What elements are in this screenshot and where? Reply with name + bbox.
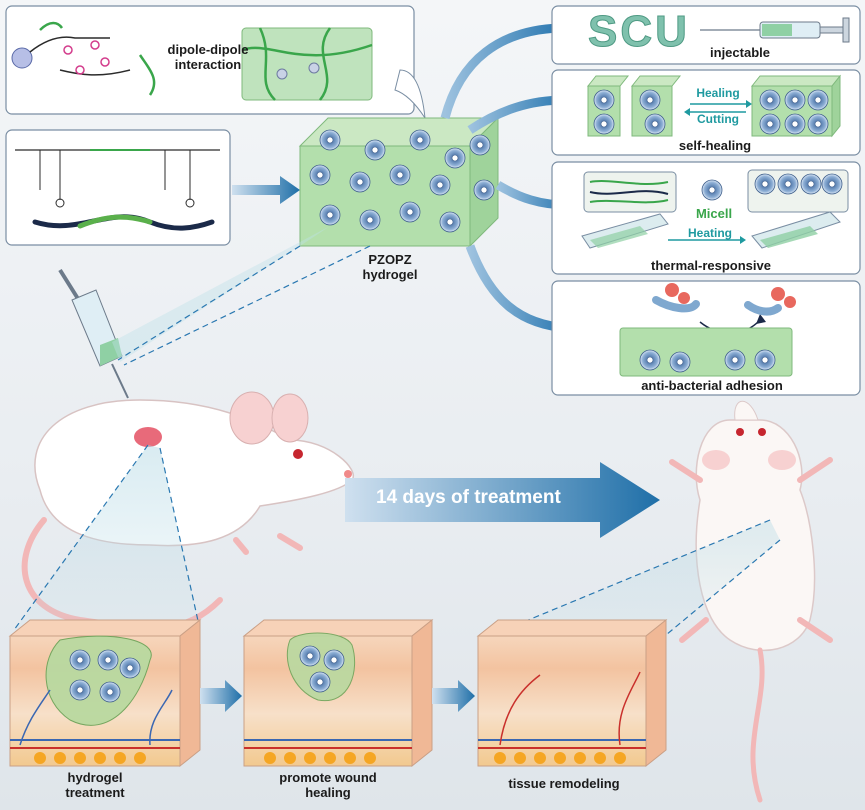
micell-label: Micell bbox=[695, 206, 733, 221]
stage-tissue-remodeling: tissue remodeling bbox=[508, 776, 620, 791]
thermal-responsive-label: thermal-responsive bbox=[651, 258, 771, 273]
dipole-interaction-label: dipole-dipole interaction bbox=[167, 42, 249, 72]
scu-text: SCU bbox=[588, 7, 690, 56]
skin-block-1 bbox=[8, 618, 202, 768]
hydrogel-name: PZOPZ hydrogel bbox=[350, 252, 430, 282]
injectable-label: injectable bbox=[710, 45, 770, 60]
syringe bbox=[58, 268, 129, 399]
self-healing-label: self-healing bbox=[678, 138, 752, 153]
polymer-structure-panel bbox=[5, 129, 231, 246]
antibacterial-panel bbox=[551, 280, 861, 396]
injectable-panel bbox=[551, 5, 861, 65]
antibacterial-label: anti-bacterial adhesion bbox=[641, 378, 783, 393]
skin-block-2 bbox=[242, 618, 434, 768]
heating-label: Heating bbox=[687, 226, 732, 240]
stage-hydrogel-treatment: hydrogel treatment bbox=[40, 770, 150, 800]
treatment-arrow bbox=[345, 462, 660, 538]
stage2-line1: promote wound bbox=[279, 770, 377, 785]
thermal-panel bbox=[551, 161, 861, 275]
hydrogel-cube bbox=[298, 116, 500, 248]
hydrogel-name-line1: PZOPZ bbox=[368, 252, 412, 267]
cutting-label: Cutting bbox=[697, 112, 739, 126]
stage1-line2: treatment bbox=[65, 785, 125, 800]
stage-promote-healing: promote wound healing bbox=[264, 770, 392, 800]
healing-label: Healing bbox=[696, 86, 740, 100]
self-healing-panel bbox=[551, 69, 861, 156]
dipole-panel bbox=[5, 5, 426, 119]
treatment-duration-label: 14 days of treatment bbox=[376, 487, 561, 508]
stage2-line2: healing bbox=[305, 785, 351, 800]
stage1-line1: hydrogel bbox=[67, 770, 123, 785]
skin-block-3 bbox=[476, 618, 668, 768]
hydrogel-name-line2: hydrogel bbox=[362, 267, 418, 282]
